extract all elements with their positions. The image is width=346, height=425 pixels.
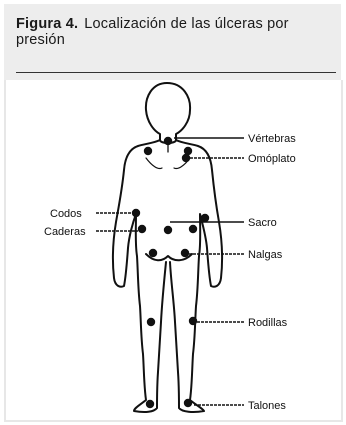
point-omoplato [181, 153, 191, 163]
label-caderas: Caderas [44, 226, 86, 238]
point-right-hip [188, 224, 198, 234]
point-right-buttock [180, 248, 190, 258]
label-talones: Talones [248, 400, 286, 412]
head-outline [144, 82, 192, 144]
point-left-elbow [131, 208, 141, 218]
point-left-knee [146, 317, 156, 327]
caption-rule [16, 72, 336, 73]
caption-band [4, 4, 341, 80]
label-rodillas: Rodillas [248, 317, 288, 329]
body-outline [111, 82, 224, 413]
label-codos: Codos [50, 208, 82, 220]
label-sacro: Sacro [248, 217, 277, 229]
figure-title: Localización de las úlceras por presión [16, 16, 289, 48]
point-left-hip [137, 224, 147, 234]
point-left-buttock [148, 248, 158, 258]
point-right-knee [188, 316, 198, 326]
figure-caption: Figura 4.Localización de las úlceras por… [16, 16, 338, 48]
point-right-heel [183, 398, 193, 408]
point-left-heel [145, 399, 155, 409]
left-scapula-outline [145, 157, 163, 170]
figure-number: Figura 4. [16, 16, 79, 32]
point-vertebrae [163, 136, 173, 146]
leader-lines [96, 137, 244, 406]
buttocks-outline [145, 253, 193, 262]
left-body-outline [111, 139, 167, 413]
label-nalgas: Nalgas [248, 249, 283, 261]
label-vertebras: Vértebras [248, 133, 296, 145]
point-sacrum [163, 225, 173, 235]
point-right-elbow [200, 213, 210, 223]
figure-frame [4, 80, 343, 422]
right-body-outline [169, 139, 224, 413]
label-omoplato: Omóplato [248, 153, 296, 165]
point-left-scapula [143, 146, 153, 156]
pressure-points [131, 136, 210, 409]
point-right-scapula [183, 146, 193, 156]
